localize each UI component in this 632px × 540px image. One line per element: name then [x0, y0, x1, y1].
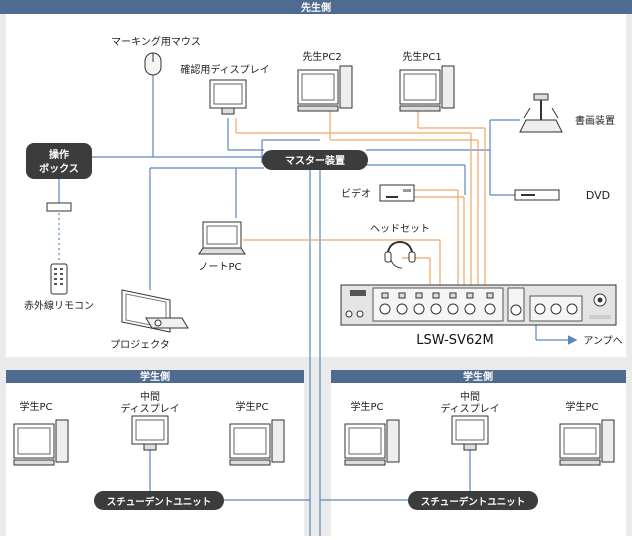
student-right-pc-a-icon	[344, 419, 400, 466]
projector-icon	[121, 289, 189, 333]
master-device-label: マスター装置	[285, 154, 345, 167]
student-right-pc-a-label: 学生PC	[350, 400, 383, 413]
student-left-header-bar	[6, 370, 304, 383]
projector-label: プロジェクタ	[110, 339, 170, 351]
document-camera-label: 書画装置	[575, 114, 615, 127]
mouse-icon	[144, 52, 162, 76]
student-right-header-bar	[331, 370, 626, 383]
student-right-middle-display-label-line2: ディスプレイ	[440, 402, 499, 415]
headset-label: ヘッドセット	[370, 223, 430, 235]
confirm-display-icon	[209, 79, 247, 115]
video-label: ビデオ	[341, 187, 371, 200]
student-left-middle-display-label-line2: ディスプレイ	[120, 402, 179, 415]
student-right-middle-display-icon	[451, 415, 489, 451]
student-left-pc-a-label: 学生PC	[19, 400, 52, 413]
mixer-unit	[340, 284, 617, 326]
control-box-label-line2: ボックス	[39, 162, 79, 175]
mixer-model-label: LSW-SV62M	[416, 333, 493, 348]
student-left-middle-display-icon	[131, 415, 169, 451]
student-right-middle-display-label-line1: 中間	[460, 390, 480, 403]
notebook-pc-icon	[198, 221, 246, 255]
student-right-section-title: 学生側	[463, 370, 493, 383]
student-left-section-title: 学生側	[140, 370, 170, 383]
student-left-unit[interactable]: スチューデントユニット	[94, 491, 224, 510]
student-right-pc-b-label: 学生PC	[565, 400, 598, 413]
remote-label: 赤外線リモコン	[24, 299, 94, 312]
orange-cables	[235, 110, 486, 285]
teacher-pc1-icon	[399, 65, 455, 112]
student-left-pc-b-label: 学生PC	[235, 400, 268, 413]
document-camera-icon	[519, 93, 563, 133]
dvd-label: DVD	[586, 189, 610, 202]
teacher-header-bar	[0, 0, 632, 14]
amp-label: アンプへ	[583, 335, 622, 347]
ir-receiver-icon	[46, 202, 72, 212]
confirm-display-label: 確認用ディスプレイ	[180, 63, 269, 76]
video-deck-icon	[379, 184, 415, 202]
teacher-pc1-label: 先生PC1	[402, 50, 441, 63]
student-left-pc-a-icon	[13, 419, 69, 466]
remote-icon	[50, 263, 68, 295]
mouse-label: マーキング用マウス	[111, 35, 201, 48]
student-left-middle-display-label-line1: 中間	[140, 390, 160, 403]
teacher-section-title: 先生側	[301, 1, 331, 14]
student-right-pc-b-icon	[559, 419, 615, 466]
master-device[interactable]: マスター装置	[262, 150, 368, 170]
control-box[interactable]: 操作 ボックス	[26, 143, 92, 179]
headset-icon	[384, 241, 416, 269]
control-box-label-line1: 操作	[49, 148, 69, 161]
student-left-unit-label: スチューデントユニット	[107, 496, 212, 508]
student-right-unit[interactable]: スチューデントユニット	[408, 491, 538, 510]
student-right-unit-label: スチューデントユニット	[421, 496, 526, 508]
teacher-pc2-label: 先生PC2	[302, 50, 341, 63]
teacher-pc2-icon	[297, 65, 353, 112]
dvd-player-icon	[514, 189, 560, 201]
student-left-pc-b-icon	[229, 419, 285, 466]
notebook-pc-label: ノートPC	[198, 262, 241, 273]
